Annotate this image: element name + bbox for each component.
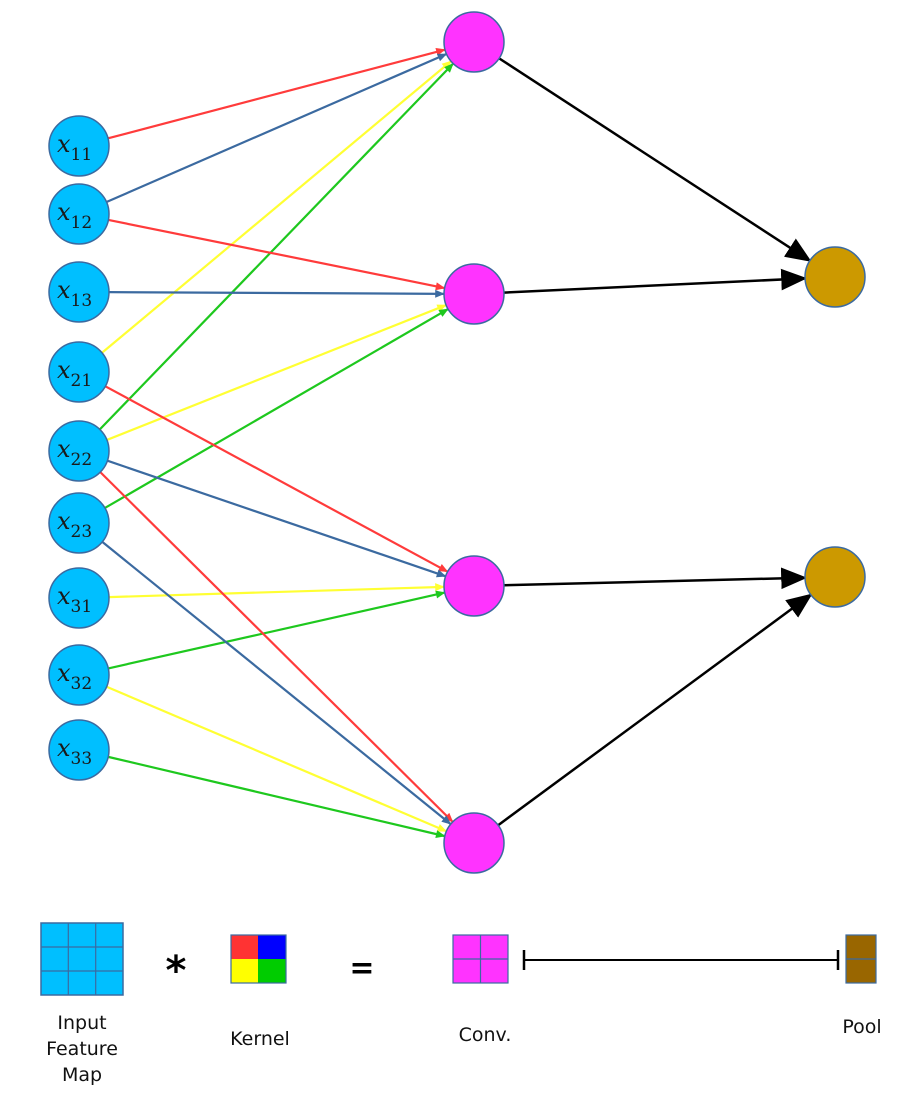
input-node-x23: x23 xyxy=(48,492,110,554)
kernel-cell-yellow xyxy=(231,959,258,983)
edge-x22-c3 xyxy=(107,459,447,578)
pooling-span-bracket xyxy=(522,950,840,970)
equals-symbol: = xyxy=(349,951,374,986)
kernel-cell-red xyxy=(231,935,258,959)
edge-x22-c4 xyxy=(99,471,454,823)
input-feature-map-grid xyxy=(40,922,124,996)
edge-x11-c1 xyxy=(107,48,446,140)
edge-x33-c4 xyxy=(107,755,446,839)
input-node-x32: x32 xyxy=(48,644,110,706)
edge-x12-c1 xyxy=(106,52,448,204)
conv-node-c4 xyxy=(443,812,505,874)
kernel-cell-blue xyxy=(258,935,286,959)
conv-node-c1 xyxy=(443,11,505,73)
multiply-symbol: * xyxy=(166,948,187,994)
input-node-label: x33 xyxy=(57,734,92,769)
input-node-label: x12 xyxy=(57,198,92,233)
pool-node-p2 xyxy=(804,546,866,608)
legend-kernel xyxy=(230,934,287,984)
pool-edges-layer xyxy=(497,57,813,827)
kernel-label: Kernel xyxy=(230,1028,290,1050)
edge-x32-c4 xyxy=(106,685,448,833)
edge-x13-c2 xyxy=(108,289,445,298)
input-node-x22: x22 xyxy=(48,420,110,482)
input-node-label: x32 xyxy=(57,659,92,694)
nodes-layer: x11 x12 x13 x21 x22 x23 x31 x32 x33 xyxy=(48,11,866,874)
input-node-x31: x31 xyxy=(48,567,110,629)
pool-edge-c3-p2 xyxy=(503,567,808,590)
edge-x22-c1 xyxy=(99,62,454,431)
edge-x12-c2 xyxy=(108,218,446,291)
input-node-x21: x21 xyxy=(48,341,110,403)
kernel-cell-green xyxy=(258,959,286,983)
input-node-label: x23 xyxy=(57,507,92,542)
edge-x32-c3 xyxy=(108,590,446,670)
input-node-label: x31 xyxy=(57,582,92,617)
edge-x31-c3 xyxy=(108,583,445,599)
input-node-label: x21 xyxy=(57,356,92,391)
legend-input-feature-map xyxy=(40,922,124,996)
input-node-x13: x13 xyxy=(48,261,110,323)
input-node-x12: x12 xyxy=(48,183,110,245)
pool-label: Pool xyxy=(842,1016,882,1038)
input-node-x11: x11 xyxy=(48,115,110,177)
edge-x21-c1 xyxy=(101,60,452,354)
input-node-label: x13 xyxy=(57,276,92,311)
edge-x23-c4 xyxy=(101,541,452,825)
pool-edge-c2-p1 xyxy=(503,268,808,294)
input-node-label: x11 xyxy=(57,130,92,165)
conv-label: Conv. xyxy=(458,1024,512,1046)
pool-node-p1 xyxy=(804,246,866,308)
edges-layer xyxy=(99,48,454,839)
input-node-label: x22 xyxy=(57,435,92,470)
edge-x22-c2 xyxy=(106,304,447,441)
input-node-x33: x33 xyxy=(48,719,110,781)
legend-pool xyxy=(845,934,877,984)
legend-conv xyxy=(452,934,509,984)
conv-node-c2 xyxy=(443,263,505,325)
pool-edge-c4-p2 xyxy=(497,593,813,827)
edge-x21-c3 xyxy=(104,385,449,573)
edge-x23-c2 xyxy=(104,308,449,509)
conv-node-c3 xyxy=(443,555,505,617)
pool-edge-c1-p1 xyxy=(498,57,812,262)
